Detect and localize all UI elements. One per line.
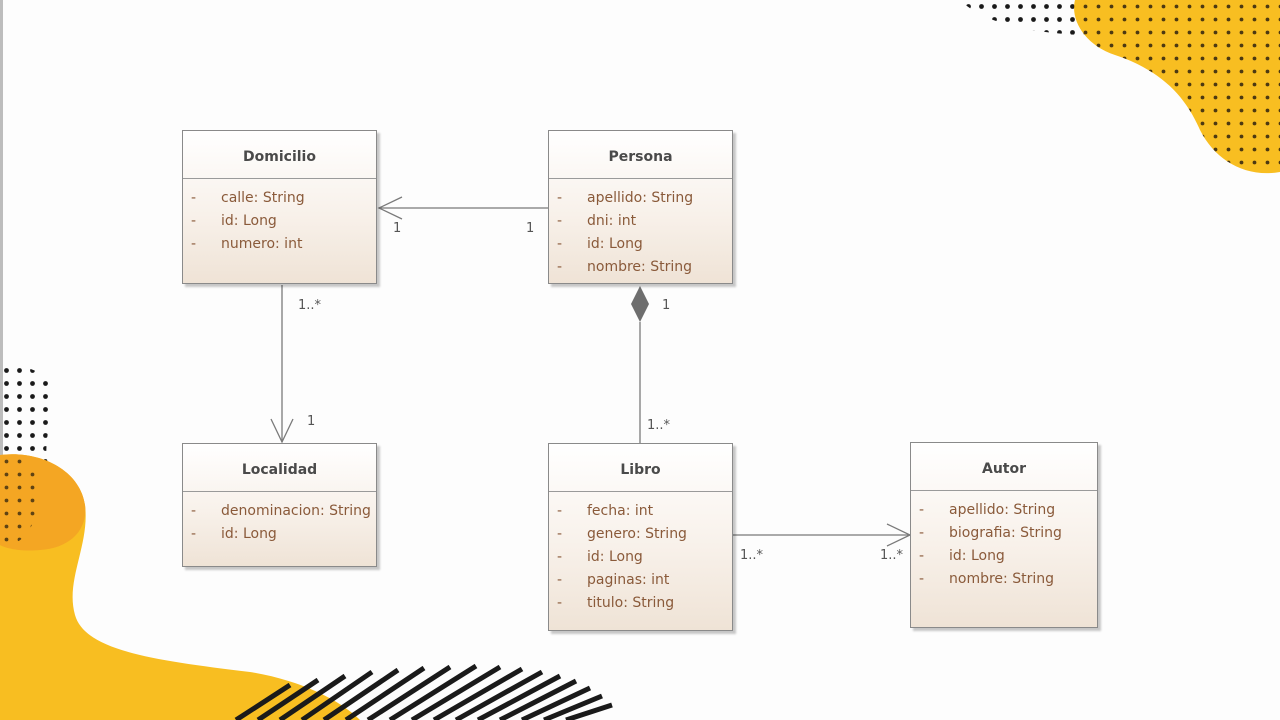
attribute: - fecha: int <box>549 500 732 523</box>
attribute-list: - apellido: String - biografia: String - id… <box>911 491 1097 591</box>
visibility-marker: - <box>557 259 563 275</box>
attribute-list: - calle: String - id: Long - numero: int <box>183 179 376 256</box>
attribute-text: biografia: String <box>949 525 1062 541</box>
attribute-text: calle: String <box>221 190 305 206</box>
attribute: - id: Long <box>183 210 376 233</box>
visibility-marker: - <box>919 571 925 587</box>
bottom-stripes <box>234 663 613 720</box>
class-name: Localidad <box>183 444 376 492</box>
attribute: - biografia: String <box>911 522 1097 545</box>
visibility-marker: - <box>191 526 197 542</box>
attribute: - paginas: int <box>549 569 732 592</box>
class-libro[interactable]: Libro - fecha: int - genero: String - id: L… <box>548 443 733 631</box>
attribute: - numero: int <box>183 233 376 256</box>
attribute-text: nombre: String <box>587 259 692 275</box>
attribute-list: - denominacion: String - id: Long <box>183 492 376 546</box>
association-domicilio-localidad <box>270 285 294 444</box>
attribute-text: apellido: String <box>949 502 1056 518</box>
attribute: - id: Long <box>549 546 732 569</box>
class-domicilio[interactable]: Domicilio - calle: String - id: Long - nume… <box>182 130 377 284</box>
attribute-text: id: Long <box>221 526 277 542</box>
class-autor[interactable]: Autor - apellido: String - biografia: Stri… <box>910 442 1098 628</box>
visibility-marker: - <box>919 548 925 564</box>
attribute: - titulo: String <box>549 592 732 615</box>
multiplicity-libro-part: 1..* <box>647 418 671 433</box>
attribute-text: apellido: String <box>587 190 694 206</box>
attribute-text: id: Long <box>221 213 277 229</box>
visibility-marker: - <box>557 213 563 229</box>
multiplicity-persona-whole: 1 <box>662 298 671 313</box>
class-name: Domicilio <box>183 131 376 179</box>
multiplicity-domicilio-source: 1..* <box>298 298 322 313</box>
attribute-text: id: Long <box>587 236 643 252</box>
association-libro-autor <box>733 523 912 547</box>
multiplicity-domicilio-end: 1 <box>393 221 402 236</box>
class-name: Persona <box>549 131 732 179</box>
visibility-marker: - <box>191 190 197 206</box>
attribute-text: nombre: String <box>949 571 1054 587</box>
visibility-marker: - <box>557 190 563 206</box>
visibility-marker: - <box>557 526 563 542</box>
attribute: - id: Long <box>183 523 376 546</box>
attribute: - nombre: String <box>911 568 1097 591</box>
visibility-marker: - <box>557 503 563 519</box>
attribute-list: - fecha: int - genero: String - id: Long - p… <box>549 492 732 615</box>
visibility-marker: - <box>557 595 563 611</box>
open-arrowhead <box>270 418 294 444</box>
attribute: - id: Long <box>549 233 732 256</box>
open-arrowhead <box>377 196 403 220</box>
attribute: - nombre: String <box>549 256 732 279</box>
attribute: - id: Long <box>911 545 1097 568</box>
class-persona[interactable]: Persona - apellido: String - dni: int - id:… <box>548 130 733 284</box>
composition-persona-libro <box>631 286 649 443</box>
visibility-marker: - <box>557 572 563 588</box>
attribute-text: titulo: String <box>587 595 675 611</box>
attribute-list: - apellido: String - dni: int - id: Long - n… <box>549 179 732 279</box>
attribute-text: id: Long <box>949 548 1005 564</box>
attribute-text: fecha: int <box>587 503 654 519</box>
visibility-marker: - <box>191 236 197 252</box>
attribute-text: dni: int <box>587 213 637 229</box>
visibility-marker: - <box>919 525 925 541</box>
visibility-marker: - <box>191 213 197 229</box>
attribute-text: paginas: int <box>587 572 670 588</box>
visibility-marker: - <box>557 236 563 252</box>
composition-diamond <box>631 286 649 322</box>
multiplicity-localidad-end: 1 <box>307 414 316 429</box>
attribute: - calle: String <box>183 187 376 210</box>
class-name: Autor <box>911 443 1097 491</box>
attribute: - apellido: String <box>549 187 732 210</box>
left-edge-line <box>0 0 3 720</box>
visibility-marker: - <box>557 549 563 565</box>
multiplicity-persona-end: 1 <box>526 221 535 236</box>
attribute-text: id: Long <box>587 549 643 565</box>
class-name: Libro <box>549 444 732 492</box>
attribute-text: numero: int <box>221 236 303 252</box>
attribute-text: denominacion: String <box>221 503 371 519</box>
attribute: - dni: int <box>549 210 732 233</box>
attribute-text: genero: String <box>587 526 687 542</box>
attribute: - genero: String <box>549 523 732 546</box>
class-localidad[interactable]: Localidad - denominacion: String - id: Lon… <box>182 443 377 567</box>
visibility-marker: - <box>919 502 925 518</box>
association-persona-domicilio <box>377 196 548 220</box>
attribute: - denominacion: String <box>183 500 376 523</box>
top-right-yellow-dots <box>1074 0 1280 174</box>
multiplicity-libro-source: 1..* <box>740 548 764 563</box>
attribute: - apellido: String <box>911 499 1097 522</box>
bottom-left-yellow-blob <box>0 454 360 720</box>
bottom-left-orange-dots <box>0 454 39 548</box>
visibility-marker: - <box>191 503 197 519</box>
multiplicity-autor-end: 1..* <box>880 548 904 563</box>
